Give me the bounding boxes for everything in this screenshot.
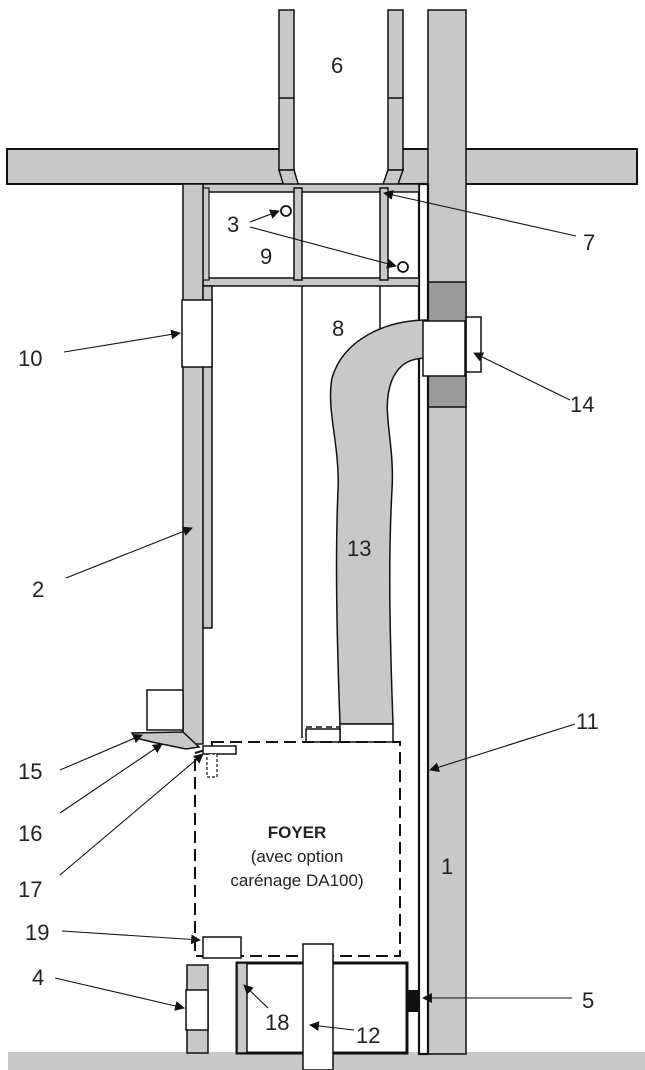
label-12: 12 [356, 1023, 380, 1048]
flue-pipe-left-wall [278, 9, 295, 171]
panel-2-inner-strip [202, 285, 213, 629]
leader-16 [59, 743, 163, 814]
label-8: 8 [332, 316, 344, 341]
label-14: 14 [570, 392, 594, 417]
lining-11 [417, 182, 430, 1056]
foyer-title: FOYER [268, 823, 327, 842]
label-19: 19 [25, 920, 49, 945]
screw-17 [202, 745, 237, 755]
leader-4 [54, 977, 185, 1011]
label-18: 18 [265, 1010, 289, 1035]
component-19 [202, 936, 242, 959]
leader-11 [429, 723, 576, 773]
element-4-inner [185, 989, 209, 1031]
leader-2 [65, 526, 193, 579]
duct-foot [339, 723, 394, 743]
label-15: 15 [18, 759, 42, 784]
firebox-foyer [194, 741, 401, 957]
label-7: 7 [583, 230, 595, 255]
leader-lines [54, 190, 577, 1031]
label-5: 5 [582, 988, 594, 1013]
component-10 [181, 299, 213, 368]
hood-right-inner-post [379, 187, 389, 281]
label-17: 17 [18, 877, 42, 902]
leader-18 [243, 984, 269, 1009]
foyer-line-1: (avec option [251, 847, 344, 866]
sensor-3-lower [397, 261, 409, 273]
leader-15 [59, 733, 143, 771]
sensor-3-upper [280, 205, 292, 217]
leader-10 [63, 329, 181, 353]
bracket-15 [146, 689, 184, 731]
outlet-14 [422, 320, 466, 377]
foyer-line-2: carénage DA100) [230, 871, 363, 890]
ceiling-slab-left [6, 148, 290, 185]
hood-left-inner-post [293, 187, 303, 281]
leader-14 [473, 352, 571, 401]
leader-17 [59, 753, 204, 876]
label-9: 9 [260, 244, 272, 269]
hood-inner-left-edge [202, 187, 210, 281]
label-1: 1 [441, 854, 453, 879]
pipe-12 [302, 943, 334, 1070]
leader-12 [309, 1021, 355, 1031]
wall-1 [427, 9, 467, 1055]
panel-2 [182, 183, 204, 745]
label-13: 13 [347, 536, 371, 561]
outlet-14-flange [465, 316, 482, 373]
label-10: 10 [18, 346, 42, 371]
leader-3-upper [249, 209, 280, 223]
label-3: 3 [227, 212, 239, 237]
leader-7 [383, 190, 577, 237]
label-2: 2 [32, 577, 44, 602]
leader-3-lower [249, 226, 397, 269]
component-5 [406, 990, 419, 1012]
leader-19 [61, 930, 201, 945]
label-16: 16 [18, 821, 42, 846]
flue-foot [305, 728, 341, 743]
stand-18-left-leg [236, 962, 248, 1054]
label-11: 11 [576, 709, 599, 734]
flexible-duct-13 [329, 319, 429, 725]
screw-17-shaft [206, 753, 218, 778]
label-4: 4 [32, 965, 44, 990]
flue-pipe-right-wall [387, 9, 404, 171]
label-6: 6 [331, 53, 343, 78]
